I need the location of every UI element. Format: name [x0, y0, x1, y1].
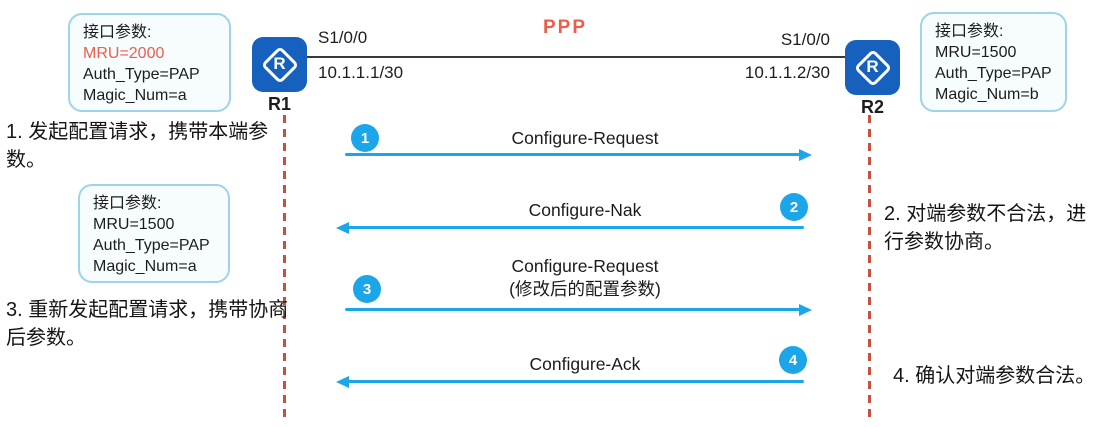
- step-1-badge: 1: [351, 124, 379, 152]
- r2-auth-type: Auth_Type=PAP: [935, 65, 1052, 82]
- message-2-arrow-left: [336, 221, 804, 234]
- message-4-arrow-left: [336, 375, 804, 388]
- r1-initial-params-box: 接口参数: MRU=2000 Auth_Type=PAP Magic_Num=a: [68, 13, 231, 112]
- r1-auth-type: Auth_Type=PAP: [83, 66, 200, 83]
- note-step-3: 3. 重新发起配置请求，携带协商后参数。: [6, 299, 289, 349]
- message-1-label: Configure-Request: [511, 128, 659, 148]
- message-3-label: Configure-Request (修改后的配置参数): [425, 255, 745, 301]
- param-box-title: 接口参数:: [935, 23, 1004, 40]
- r1-mru-value: MRU=2000: [83, 45, 165, 62]
- router-r1-icon: R: [252, 37, 307, 92]
- step-4-badge: 4: [779, 346, 807, 374]
- message-3-label-main: Configure-Request: [511, 256, 659, 276]
- note-step-1: 1. 发起配置请求，携带本端参数。: [6, 121, 269, 171]
- param-box-title: 接口参数:: [93, 195, 162, 212]
- router-letter: R: [273, 53, 286, 73]
- r1-negotiated-auth-type: Auth_Type=PAP: [93, 237, 210, 254]
- message-3-arrow-right: [345, 303, 812, 316]
- r1-negotiated-mru-value: MRU=1500: [93, 216, 175, 233]
- router-r2-icon: R: [845, 40, 900, 95]
- r2-interface-name: S1/0/0: [780, 30, 830, 49]
- r1-negotiated-magic-num: Magic_Num=a: [93, 258, 197, 275]
- router-r2-label: R2: [860, 97, 884, 117]
- r1-magic-num: Magic_Num=a: [83, 87, 187, 104]
- step-3-badge: 3: [353, 275, 381, 303]
- r2-lifeline: [868, 115, 871, 420]
- router-letter: R: [866, 56, 879, 76]
- serial-link-line: [307, 56, 845, 58]
- ppp-protocol-label: PPP: [542, 17, 588, 38]
- r1-negotiated-params-box: 接口参数: MRU=1500 Auth_Type=PAP Magic_Num=a: [78, 184, 230, 283]
- r2-magic-num: Magic_Num=b: [935, 86, 1039, 103]
- note-step-4: 4. 确认对端参数合法。: [893, 365, 1096, 387]
- message-4-label: Configure-Ack: [529, 354, 641, 374]
- message-1-arrow-right: [345, 148, 812, 161]
- r1-lifeline: [283, 115, 286, 420]
- step-2-badge: 2: [780, 193, 808, 221]
- message-3-label-sub: (修改后的配置参数): [509, 279, 661, 299]
- message-2-label: Configure-Nak: [528, 200, 642, 220]
- param-box-title: 接口参数:: [83, 24, 152, 41]
- r1-interface-name: S1/0/0: [318, 28, 368, 47]
- r2-params-box: 接口参数: MRU=1500 Auth_Type=PAP Magic_Num=b: [920, 12, 1067, 112]
- r2-interface-ip: 10.1.1.2/30: [744, 63, 830, 82]
- r1-interface-ip: 10.1.1.1/30: [318, 63, 404, 82]
- r2-mru-value: MRU=1500: [935, 44, 1017, 61]
- router-r1-label: R1: [267, 94, 291, 114]
- note-step-2: 2. 对端参数不合法，进行参数协商。: [884, 203, 1087, 253]
